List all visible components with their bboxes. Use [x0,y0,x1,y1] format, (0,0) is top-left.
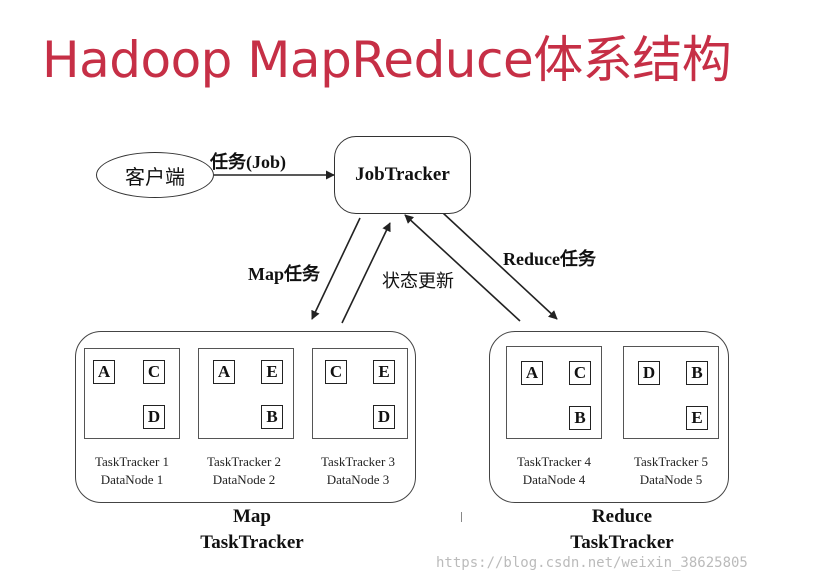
tasktracker-3-caption: TaskTracker 3 DataNode 3 [303,453,413,489]
datanode-name: DataNode 3 [326,472,390,487]
status-update-arrow-reduce [404,214,521,322]
divider-tick [461,512,462,522]
tasktracker-5-box: D B E [623,346,719,439]
tasktracker-4-caption: TaskTracker 4 DataNode 4 [499,453,609,489]
data-block: B [569,406,591,430]
tracker-name: TaskTracker 3 [320,454,396,469]
datanode-name: DataNode 5 [639,472,703,487]
reduce-group-label-line2: TaskTracker [570,532,674,553]
datanode-name: DataNode 2 [212,472,276,487]
tracker-name: TaskTracker 4 [516,454,592,469]
tracker-name: TaskTracker 1 [94,454,170,469]
tasktracker-1-box: A C D [84,348,180,439]
data-block: E [261,360,283,384]
reduce-tasktracker-group: A C B D B E TaskTracker 4 DataNode 4 Tas… [489,331,729,503]
data-block: D [373,405,395,429]
data-block: E [686,406,708,430]
tasktracker-3-box: C E D [312,348,408,439]
reduce-group-label-line1: Reduce [591,506,653,527]
data-block: A [213,360,235,384]
data-block: D [143,405,165,429]
map-group-label-line2: TaskTracker [200,532,304,553]
page-title: Hadoop MapReduce体系结构 [42,31,732,89]
data-block: B [261,405,283,429]
map-task-arrow [311,217,361,320]
tracker-name: TaskTracker 2 [206,454,282,469]
data-block: E [373,360,395,384]
data-block: D [638,361,660,385]
map-tasktracker-group: A C D A E B C E D TaskTracker 1 DataNode… [75,331,416,503]
status-update-label: 状态更新 [382,271,454,291]
map-task-label: Map任务 [248,264,320,284]
map-group-label: Map TaskTracker [172,504,332,556]
reduce-task-arrow [442,212,558,320]
tasktracker-5-caption: TaskTracker 5 DataNode 5 [616,453,726,489]
reduce-group-label: Reduce TaskTracker [542,504,702,556]
jobtracker-label: JobTracker [355,164,450,185]
data-block: C [325,360,347,384]
client-label: 客户端 [125,166,185,189]
tasktracker-1-caption: TaskTracker 1 DataNode 1 [77,453,187,489]
reduce-task-label: Reduce任务 [503,249,596,269]
data-block: B [686,361,708,385]
client-node: 客户端 [96,152,214,198]
map-group-label-line1: Map [233,506,271,527]
watermark: https://blog.csdn.net/weixin_38625805 [436,555,748,571]
job-edge-label: 任务(Job) [210,152,286,172]
data-block: C [143,360,165,384]
tasktracker-2-box: A E B [198,348,294,439]
jobtracker-node: JobTracker [334,136,471,214]
data-block: A [521,361,543,385]
data-block: A [93,360,115,384]
datanode-name: DataNode 1 [100,472,164,487]
tasktracker-4-box: A C B [506,346,602,439]
status-update-arrow [341,222,391,324]
tracker-name: TaskTracker 5 [633,454,709,469]
datanode-name: DataNode 4 [522,472,586,487]
data-block: C [569,361,591,385]
tasktracker-2-caption: TaskTracker 2 DataNode 2 [189,453,299,489]
